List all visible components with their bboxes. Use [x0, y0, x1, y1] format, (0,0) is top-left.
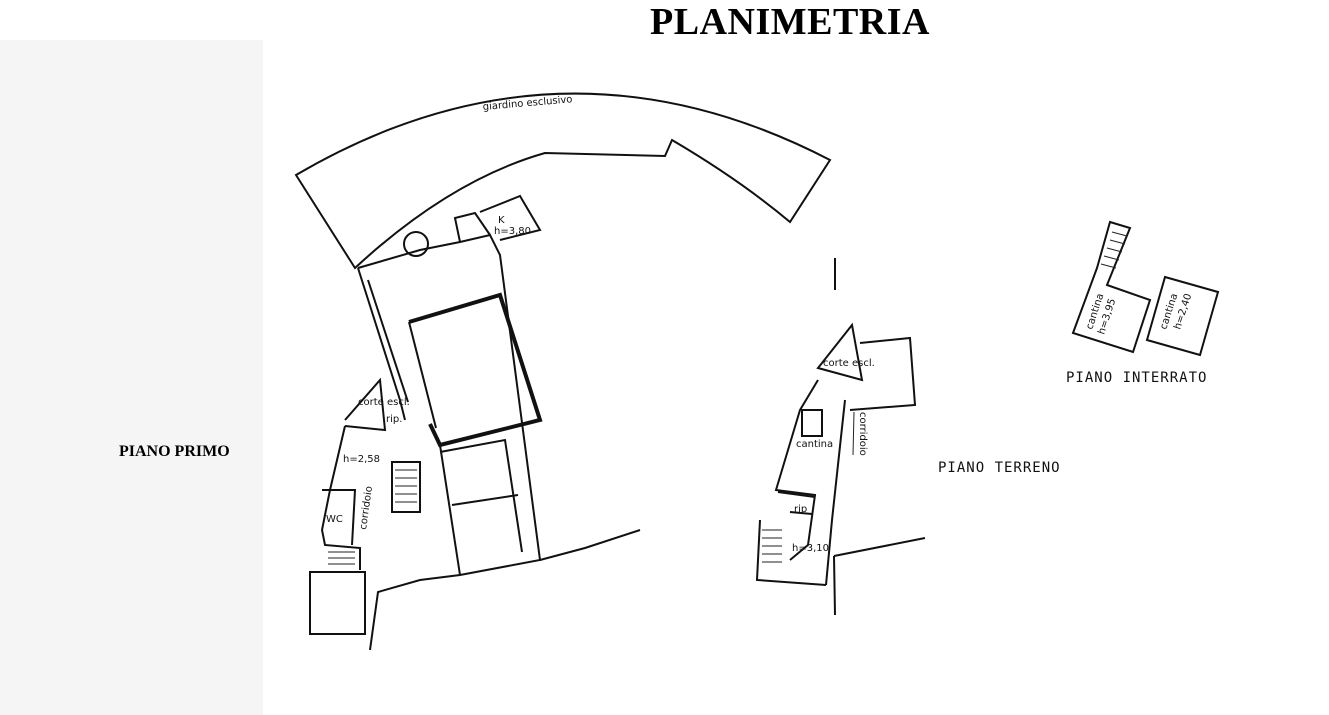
terreno-cellar-label: cantina: [796, 439, 833, 450]
page-title: PLANIMETRIA: [650, 1, 930, 43]
primo-storage-label: rip.: [386, 414, 402, 425]
garden-outline: [294, 92, 832, 270]
primo-corridor-label: corridoio: [358, 486, 375, 531]
side-panel: [0, 40, 263, 715]
garden-label: giardino esclusivo: [482, 94, 573, 113]
primo-wc-label: WC: [326, 514, 343, 525]
piano-interrato-label: PIANO INTERRATO: [1066, 370, 1207, 386]
primo-court-label: corte escl.: [358, 397, 410, 408]
piano-terreno-label: PIANO TERRENO: [938, 460, 1061, 476]
terreno-corridor-label: corridoio: [857, 412, 868, 456]
primo-room-height: h=2,58: [343, 454, 380, 465]
terreno-height-label: h=3,10: [792, 543, 829, 554]
primo-kitchen-height: h=3,80: [494, 226, 531, 237]
primo-kitchen-label: K: [498, 215, 505, 226]
terreno-court-label: corte escl.: [823, 358, 875, 369]
terreno-plan: [755, 258, 926, 616]
primo-plan: [309, 194, 641, 651]
piano-primo-label: PIANO PRIMO: [119, 443, 230, 460]
terreno-storage-label: rip: [794, 504, 807, 515]
interrato-plan: [1071, 220, 1220, 357]
